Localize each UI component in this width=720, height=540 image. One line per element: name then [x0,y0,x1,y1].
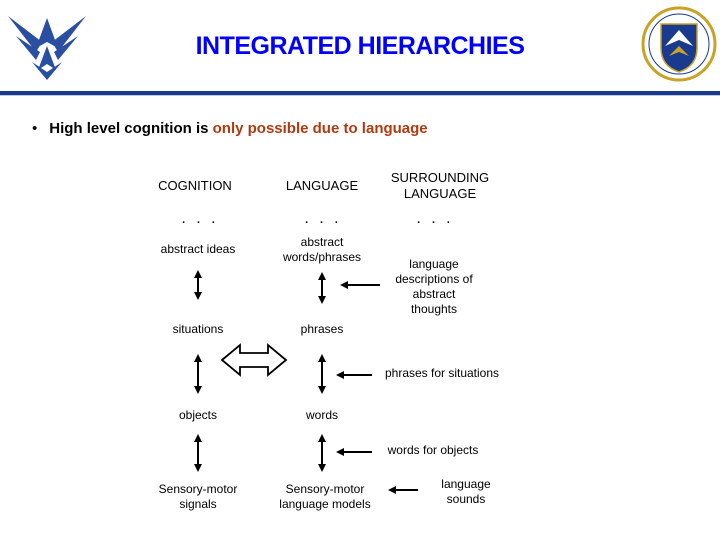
label-words-for-objects: words for objects [387,443,479,457]
label-words: words [305,408,338,422]
ellipsis-cognition: . . . [181,210,219,227]
bullet-marker: • [32,120,38,137]
ellipsis-surrounding: . . . [416,210,454,227]
label-objects: objects [178,408,218,422]
header-language: LANGUAGE [285,178,359,193]
label-abstract-words-phrases: abstract words/phrases [282,235,362,264]
ellipsis-language: . . . [304,210,342,227]
arrow-situations-phrases-double [220,343,288,377]
title-divider [0,91,720,95]
air-force-logo [6,8,88,80]
label-phrases-for-situations: phrases for situations [384,366,500,380]
header-surrounding-language: SURROUNDING LANGUAGE [390,170,490,201]
title-divider-shadow [0,95,720,96]
label-language-descriptions: language descriptions of abstract though… [395,257,473,316]
bullet-highlight: only possible due to language [212,120,428,137]
label-phrases: phrases [300,322,344,336]
label-situations: situations [172,322,224,336]
header-cognition: COGNITION [158,178,232,193]
label-language-sounds: language sounds [441,477,491,506]
label-sensory-motor-language-models: Sensory-motor language models [279,482,371,511]
bullet-point: • High level cognition is only possible d… [32,120,428,137]
label-sensory-motor-signals: Sensory-motor signals [158,482,238,511]
afrl-shield-emblem [641,6,717,82]
bullet-text: High level cognition is [49,120,209,137]
label-abstract-ideas: abstract ideas [160,242,236,256]
page-title: INTEGRATED HIERARCHIES [195,32,525,60]
